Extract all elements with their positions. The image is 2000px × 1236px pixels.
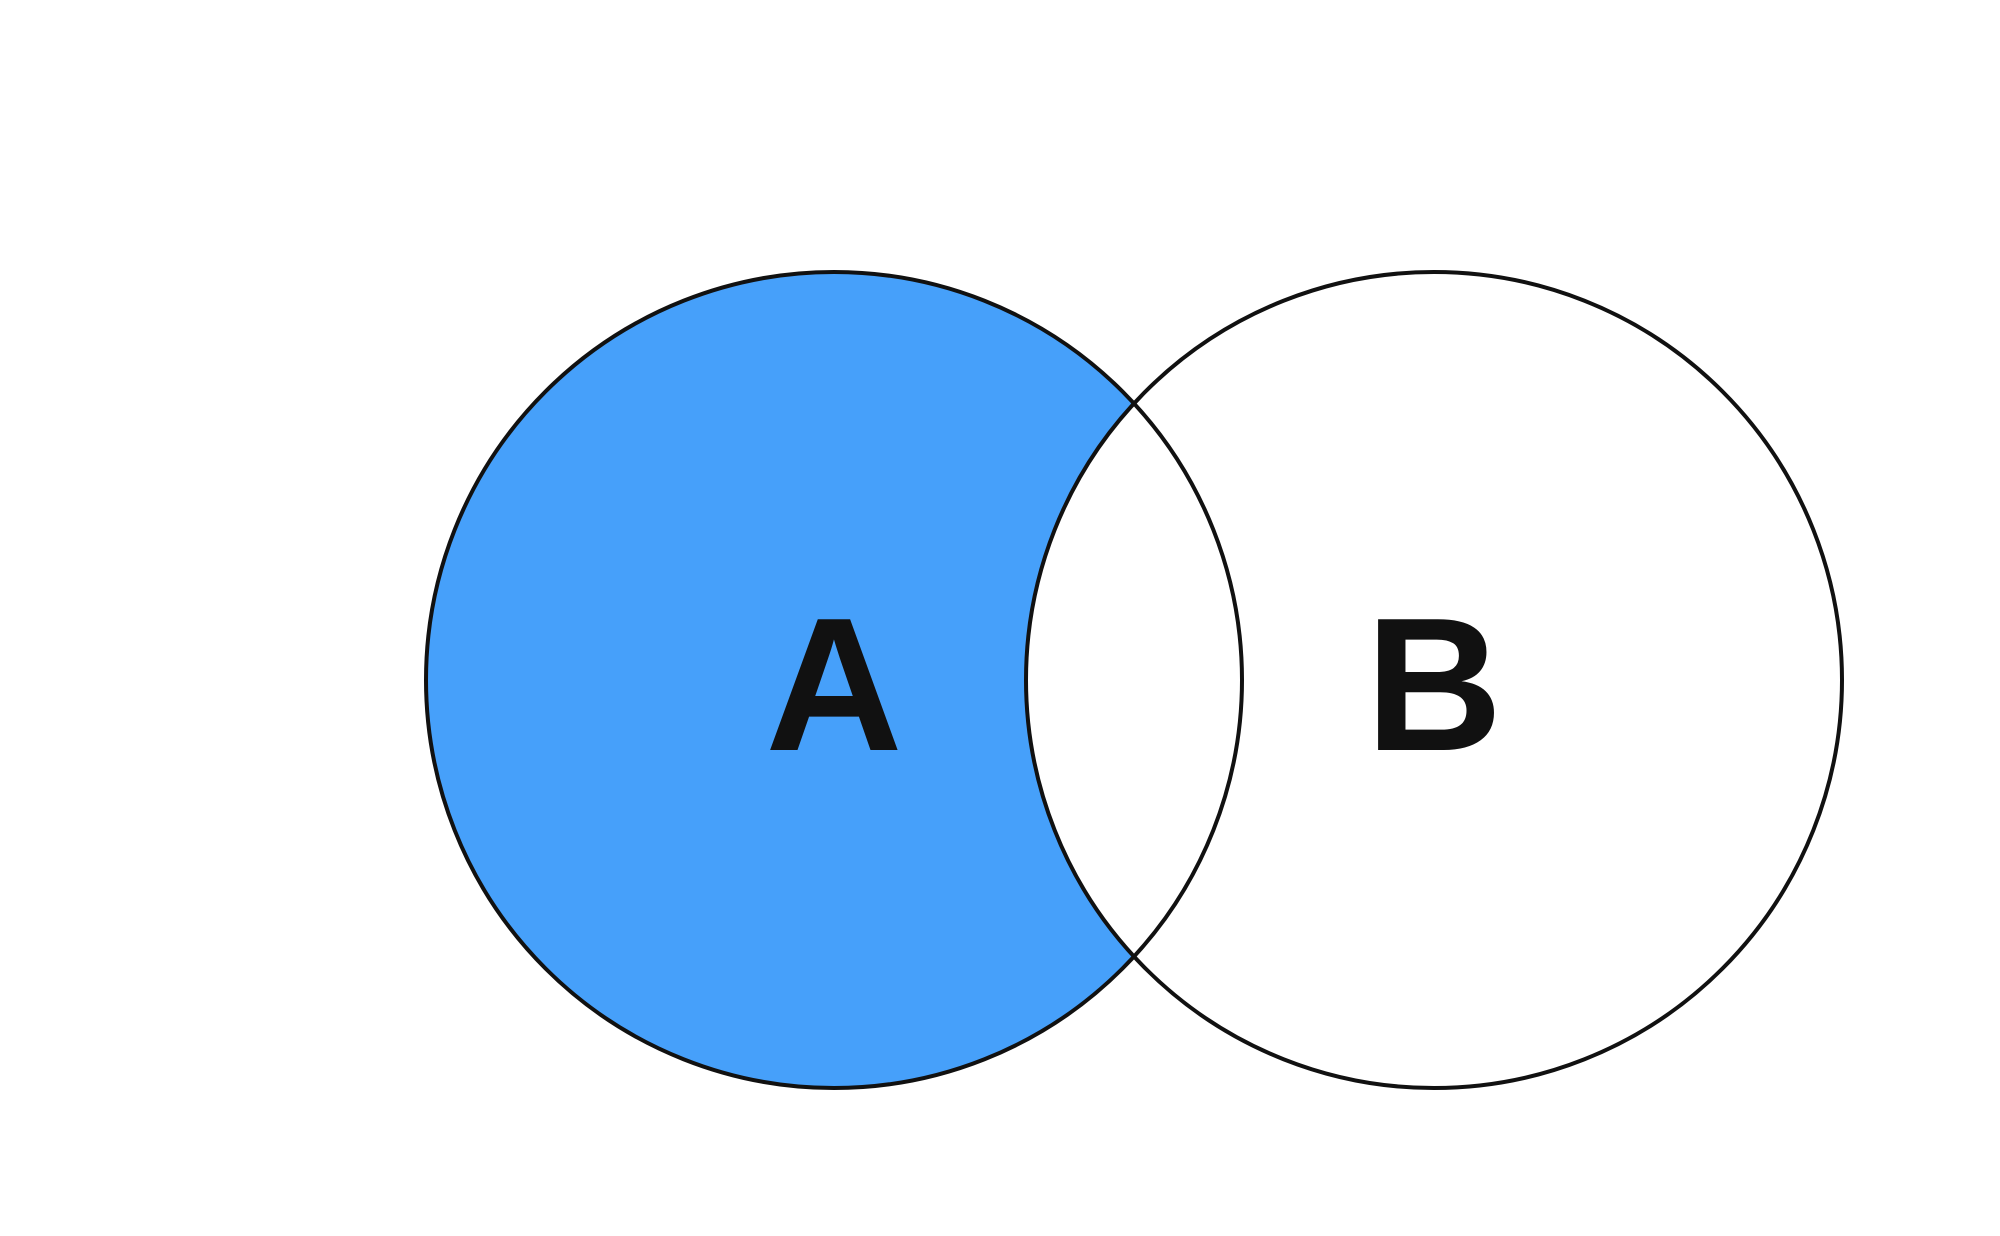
set-a-only-region (426, 272, 1242, 1088)
set-a-label: A (765, 579, 902, 791)
set-b-circle (1024, 270, 1844, 1090)
set-b-label: B (1365, 579, 1502, 791)
set-a-circle (424, 270, 1244, 1090)
